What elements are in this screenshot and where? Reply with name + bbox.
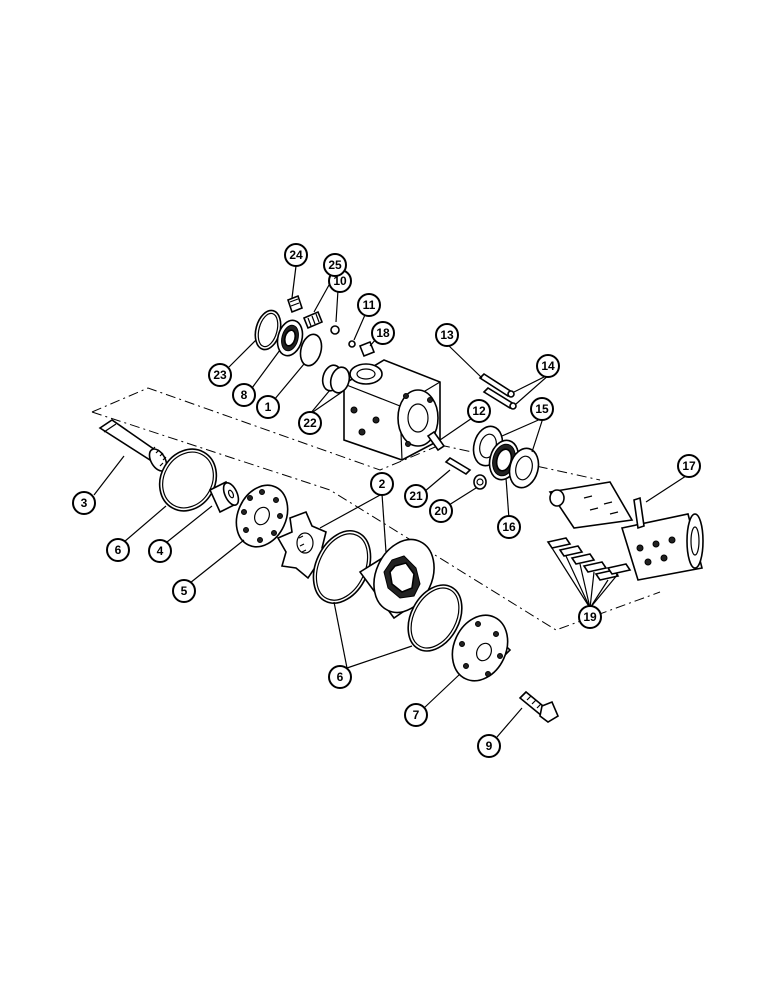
cross-pin: [633, 496, 645, 530]
callout-21: 21: [404, 484, 428, 508]
svg-text:13: 13: [440, 328, 454, 342]
seal-ring-1: [299, 333, 323, 367]
svg-text:10: 10: [333, 274, 347, 288]
svg-text:24: 24: [289, 248, 303, 262]
callout-11: 11: [357, 293, 381, 317]
end-cap: [451, 614, 512, 682]
spacer-bushing-small: [473, 474, 487, 490]
callout-22: 22: [298, 411, 322, 435]
relief-valve-pin-13: [478, 372, 515, 398]
svg-text:22: 22: [303, 416, 317, 430]
valve-housing: [343, 359, 441, 461]
svg-text:12: 12: [472, 404, 486, 418]
svg-text:25: 25: [328, 258, 342, 272]
svg-text:3: 3: [81, 496, 88, 510]
svg-text:5: 5: [181, 584, 188, 598]
svg-text:15: 15: [535, 402, 549, 416]
callout-20: 20: [429, 499, 453, 523]
svg-text:23: 23: [213, 368, 227, 382]
svg-text:21: 21: [409, 489, 423, 503]
callout-5: 5: [172, 579, 196, 603]
check-seat: [348, 340, 356, 348]
o-ring-lower: [407, 584, 463, 652]
callout-3: 3: [72, 491, 96, 515]
spool-pin: [444, 456, 472, 476]
bearing-race-inner: [508, 447, 540, 489]
dust-seal-fitting: [287, 294, 303, 314]
svg-text:11: 11: [363, 298, 376, 312]
callout-12: 12: [467, 399, 491, 423]
svg-text:2: 2: [379, 477, 386, 491]
svg-text:6: 6: [337, 670, 344, 684]
spacer-plate: [235, 484, 289, 548]
svg-text:8: 8: [241, 388, 248, 402]
spool: [548, 481, 634, 529]
spacer-bushing: [208, 480, 240, 514]
callout-18: 18: [371, 321, 395, 345]
svg-text:20: 20: [434, 504, 448, 518]
callout-25: 25: [323, 253, 347, 277]
relief-valve-pin-14: [482, 386, 517, 410]
svg-text:1: 1: [265, 400, 272, 414]
callout-6b: 6: [328, 665, 352, 689]
callout-9: 9: [477, 734, 501, 758]
sleeve: [620, 513, 704, 581]
callout-23: 23: [208, 363, 232, 387]
callout-16: 16: [497, 515, 521, 539]
seal-rings-pair: [321, 364, 351, 394]
callout-13: 13: [435, 323, 459, 347]
callout-1: 1: [256, 395, 280, 419]
callout-19: 19: [578, 605, 602, 629]
svg-text:16: 16: [502, 520, 516, 534]
svg-text:6: 6: [115, 543, 122, 557]
housing-pin: [426, 430, 446, 452]
svg-text:9: 9: [486, 739, 493, 753]
callout-4: 4: [148, 539, 172, 563]
svg-text:17: 17: [682, 459, 696, 473]
check-valve-spring: [302, 310, 324, 330]
callout-14: 14: [536, 354, 560, 378]
cap-screw: [518, 690, 560, 723]
gerotor-ring: [358, 538, 435, 620]
svg-text:4: 4: [157, 544, 164, 558]
callout-15: 15: [530, 397, 554, 421]
callout-2: 2: [370, 472, 394, 496]
callout-6a: 6: [106, 538, 130, 562]
callout-17: 17: [677, 454, 701, 478]
drive-shaft: [98, 419, 168, 472]
callout-24: 24: [284, 243, 308, 267]
centering-springs: [546, 537, 632, 581]
svg-text:7: 7: [413, 708, 420, 722]
svg-text:18: 18: [376, 326, 390, 340]
callout-7: 7: [404, 703, 428, 727]
callout-8: 8: [232, 383, 256, 407]
seal-assembly: [276, 319, 304, 357]
check-ball: [330, 325, 340, 335]
svg-text:19: 19: [583, 610, 597, 624]
svg-text:14: 14: [541, 359, 555, 373]
